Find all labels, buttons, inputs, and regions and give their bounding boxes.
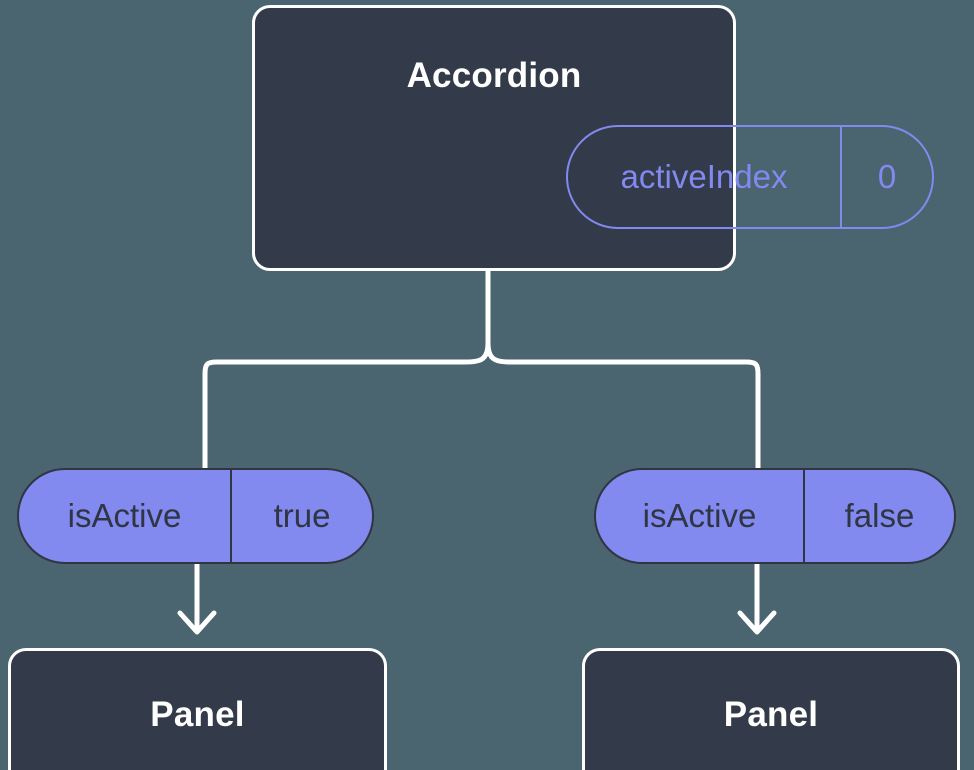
accordion-prop-key: activeIndex xyxy=(568,127,842,227)
right-branch-prop-key: isActive xyxy=(596,470,805,562)
arrow-right-head xyxy=(737,610,777,635)
connector-root-fanout-right xyxy=(485,340,761,471)
panel-left-node[interactable]: Panel xyxy=(8,648,387,770)
panel-right-title: Panel xyxy=(723,695,819,734)
left-branch-prop-pill[interactable]: isActive true xyxy=(17,468,374,564)
accordion-prop-value: 0 xyxy=(877,158,897,195)
left-branch-prop-value: true xyxy=(273,497,331,534)
arrow-left-head xyxy=(177,610,217,635)
accordion-title: Accordion xyxy=(406,56,582,95)
accordion-prop-pill[interactable]: activeIndex 0 xyxy=(566,125,934,229)
panel-left-title: Panel xyxy=(150,695,245,734)
connector-root-fanout xyxy=(202,268,491,471)
right-branch-prop-value: false xyxy=(844,497,915,534)
left-branch-prop-key: isActive xyxy=(19,470,232,562)
accordion-node[interactable]: Accordion activeIndex 0 xyxy=(252,5,934,271)
panel-right-node[interactable]: Panel xyxy=(582,648,960,770)
right-branch-prop-pill[interactable]: isActive false xyxy=(594,468,956,564)
